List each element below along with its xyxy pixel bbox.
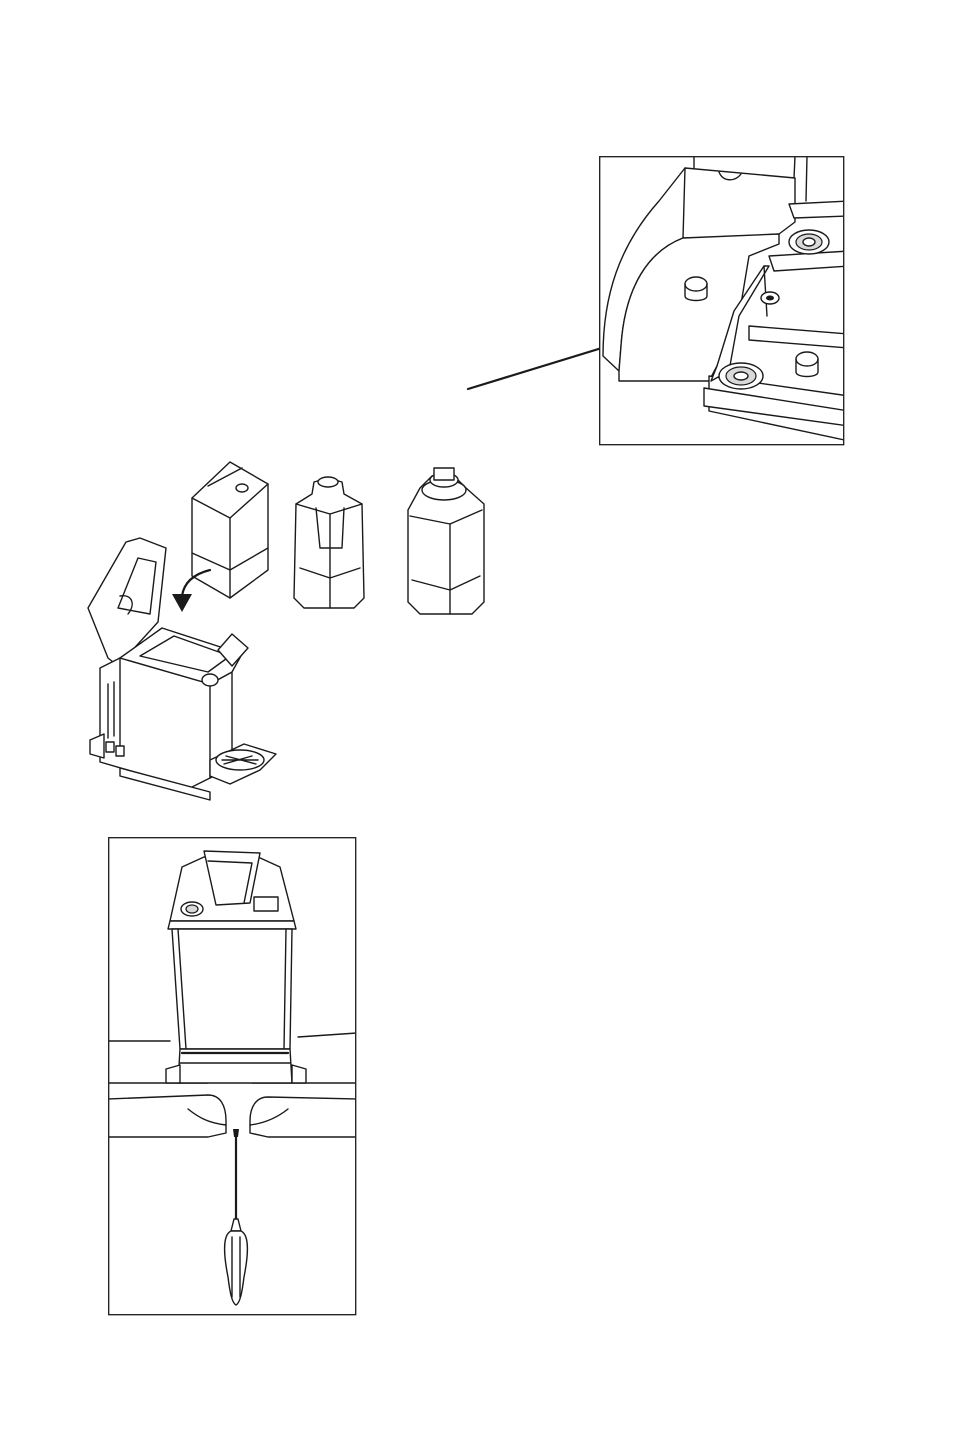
bottle-icon <box>408 468 484 614</box>
carton-icon <box>192 462 268 598</box>
dispenser-containers-figure <box>80 458 500 808</box>
milk-jug-icon <box>294 477 364 608</box>
base-detail-figure <box>599 156 845 446</box>
screwdriver-figure <box>108 837 357 1316</box>
